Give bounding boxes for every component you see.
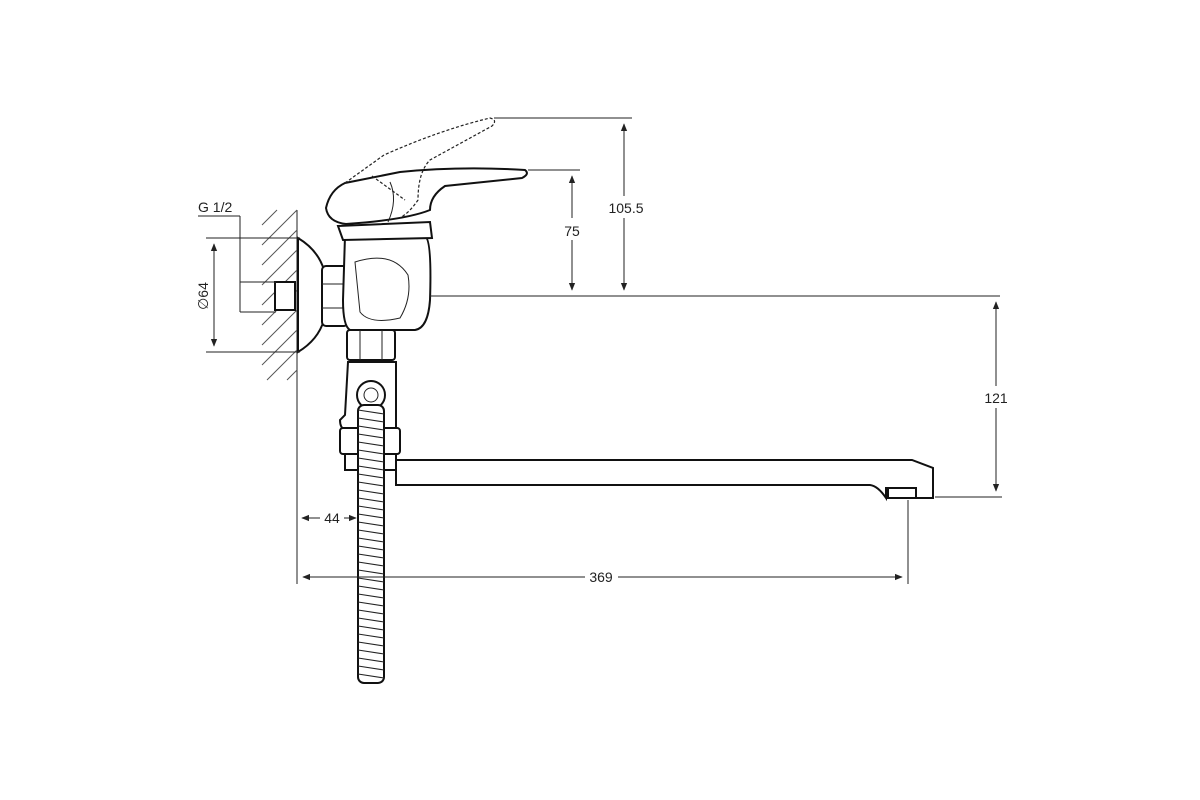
thread-fitting (274, 281, 296, 311)
spout-reach-label: 369 (589, 569, 613, 585)
dim-handle-raised-height: 105.5 (494, 117, 648, 291)
wall-offset-label: 44 (324, 510, 340, 526)
dim-thread: G 1/2 (198, 199, 276, 313)
lever-handle-raised-outline (344, 117, 496, 219)
spout-height-label: 121 (984, 390, 1008, 406)
handle-height-label: 75 (564, 223, 580, 239)
dim-spout-reach: 369 (302, 500, 909, 585)
lever-handle[interactable] (324, 167, 528, 226)
thread-label: G 1/2 (198, 199, 232, 215)
shower-hose (357, 404, 385, 684)
diverter-nut (346, 329, 396, 361)
diameter-label: ∅64 (195, 282, 211, 310)
handle-raised-height-label: 105.5 (608, 200, 643, 216)
swivel-spout (395, 459, 934, 502)
dim-handle-height: 75 (528, 169, 584, 291)
wall-flange (297, 236, 325, 354)
dim-wall-offset: 44 (296, 380, 357, 584)
dim-spout-height: 121 (935, 301, 1012, 498)
mixer-body (341, 235, 432, 331)
dim-diameter: ∅64 (195, 237, 300, 353)
